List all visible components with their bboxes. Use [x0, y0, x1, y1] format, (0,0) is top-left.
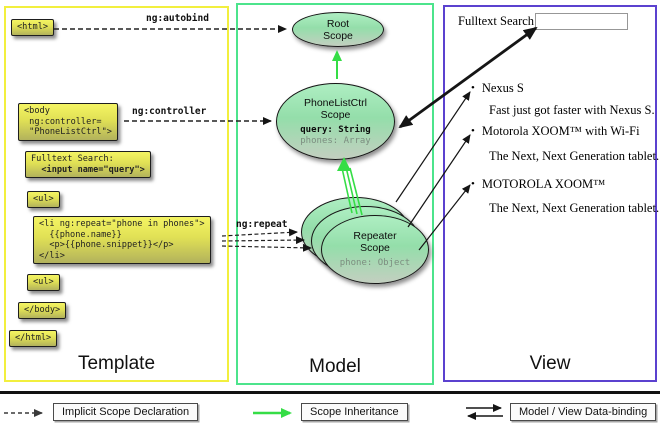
code-box-body-close: </body> — [18, 302, 67, 319]
code-line: </li> — [39, 250, 65, 261]
fulltext-search-input[interactable] — [535, 13, 628, 30]
repeater-scope-ellipse-front: Repeater Scope phone: Object — [321, 215, 429, 284]
fulltext-search-label: Fulltext Search: — [458, 14, 538, 28]
code-line: {{phone.name}} — [39, 229, 122, 240]
code-box-body-open: <body ng:controller= "PhoneListCtrl"> — [18, 103, 118, 141]
code-line: </body> — [24, 305, 61, 315]
view-section: View — [443, 5, 657, 382]
code-line: </html> — [15, 333, 52, 343]
bullet-icon: • — [471, 178, 475, 190]
model-section-title: Model — [309, 356, 361, 377]
view-item-name: • MOTOROLA XOOM™ — [471, 177, 605, 192]
view-item-name: • Motorola XOOM™ with Wi-Fi — [471, 124, 640, 139]
code-line: <ul> — [33, 194, 54, 204]
view-item-snippet: Fast just got faster with Nexus S. — [489, 103, 655, 117]
scope-name: Scope — [320, 108, 351, 121]
ng-controller-label: ng:controller — [132, 106, 207, 117]
phone-name: MOTOROLA XOOM™ — [481, 177, 606, 191]
legend-scope-inheritance: Scope Inheritance — [301, 403, 408, 421]
ng-autobind-label: ng:autobind — [146, 13, 209, 24]
view-item-snippet: The Next, Next Generation tablet. — [489, 201, 660, 215]
code-box-li-repeat: <li ng:repeat="phone in phones"> {{phone… — [33, 216, 211, 265]
scope-name: Scope — [323, 29, 353, 42]
view-item-name: • Nexus S — [471, 81, 524, 96]
scope-prop-query: query: String — [300, 124, 371, 135]
code-line: <html> — [17, 22, 49, 32]
bullet-icon: • — [471, 82, 475, 94]
ng-repeat-label: ng:repeat — [236, 219, 288, 230]
code-box-ul-open: <ul> — [27, 191, 60, 208]
bullet-icon: • — [471, 125, 475, 137]
code-box-html-open: <html> — [11, 19, 55, 36]
root-scope-ellipse: Root Scope — [292, 12, 384, 47]
code-line: <ul> — [33, 277, 54, 287]
code-line: <body — [24, 106, 50, 116]
scope-name: PhoneListCtrl — [303, 96, 368, 109]
code-line: "PhoneListCtrl"> — [24, 127, 112, 138]
code-box-html-close: </html> — [9, 330, 58, 347]
code-line: Fulltext Search: — [31, 154, 114, 164]
code-box-fulltext-input: Fulltext Search: <input name="query"> — [25, 151, 151, 179]
phone-name: Nexus S — [481, 81, 524, 95]
phone-name: Motorola XOOM™ with Wi-Fi — [481, 124, 640, 138]
phonelistctrl-scope-ellipse: PhoneListCtrl Scope query: String phones… — [276, 83, 395, 160]
code-line: <p>{{phone.snippet}}</p> — [39, 240, 174, 251]
scope-name: Repeater — [353, 230, 397, 242]
code-line: <input name="query"> — [31, 164, 145, 175]
code-box-ul-close: <ul> — [27, 274, 60, 291]
legend-implicit-scope: Implicit Scope Declaration — [53, 403, 199, 421]
model-section: Model — [236, 3, 434, 385]
scope-name: Scope — [360, 242, 390, 254]
scope-prop-phone: phone: Object — [339, 258, 411, 268]
code-line: <li ng:repeat="phone in phones"> — [39, 219, 205, 229]
view-section-title: View — [529, 353, 571, 374]
legend-data-binding: Model / View Data-binding — [510, 403, 657, 421]
scope-name: Root — [326, 17, 350, 30]
code-line: ng:controller= — [24, 116, 102, 127]
template-section-title: Template — [77, 353, 156, 374]
view-item-snippet: The Next, Next Generation tablet. — [489, 149, 660, 163]
scope-prop-phones: phones: Array — [300, 135, 371, 146]
legend-divider — [0, 391, 660, 394]
